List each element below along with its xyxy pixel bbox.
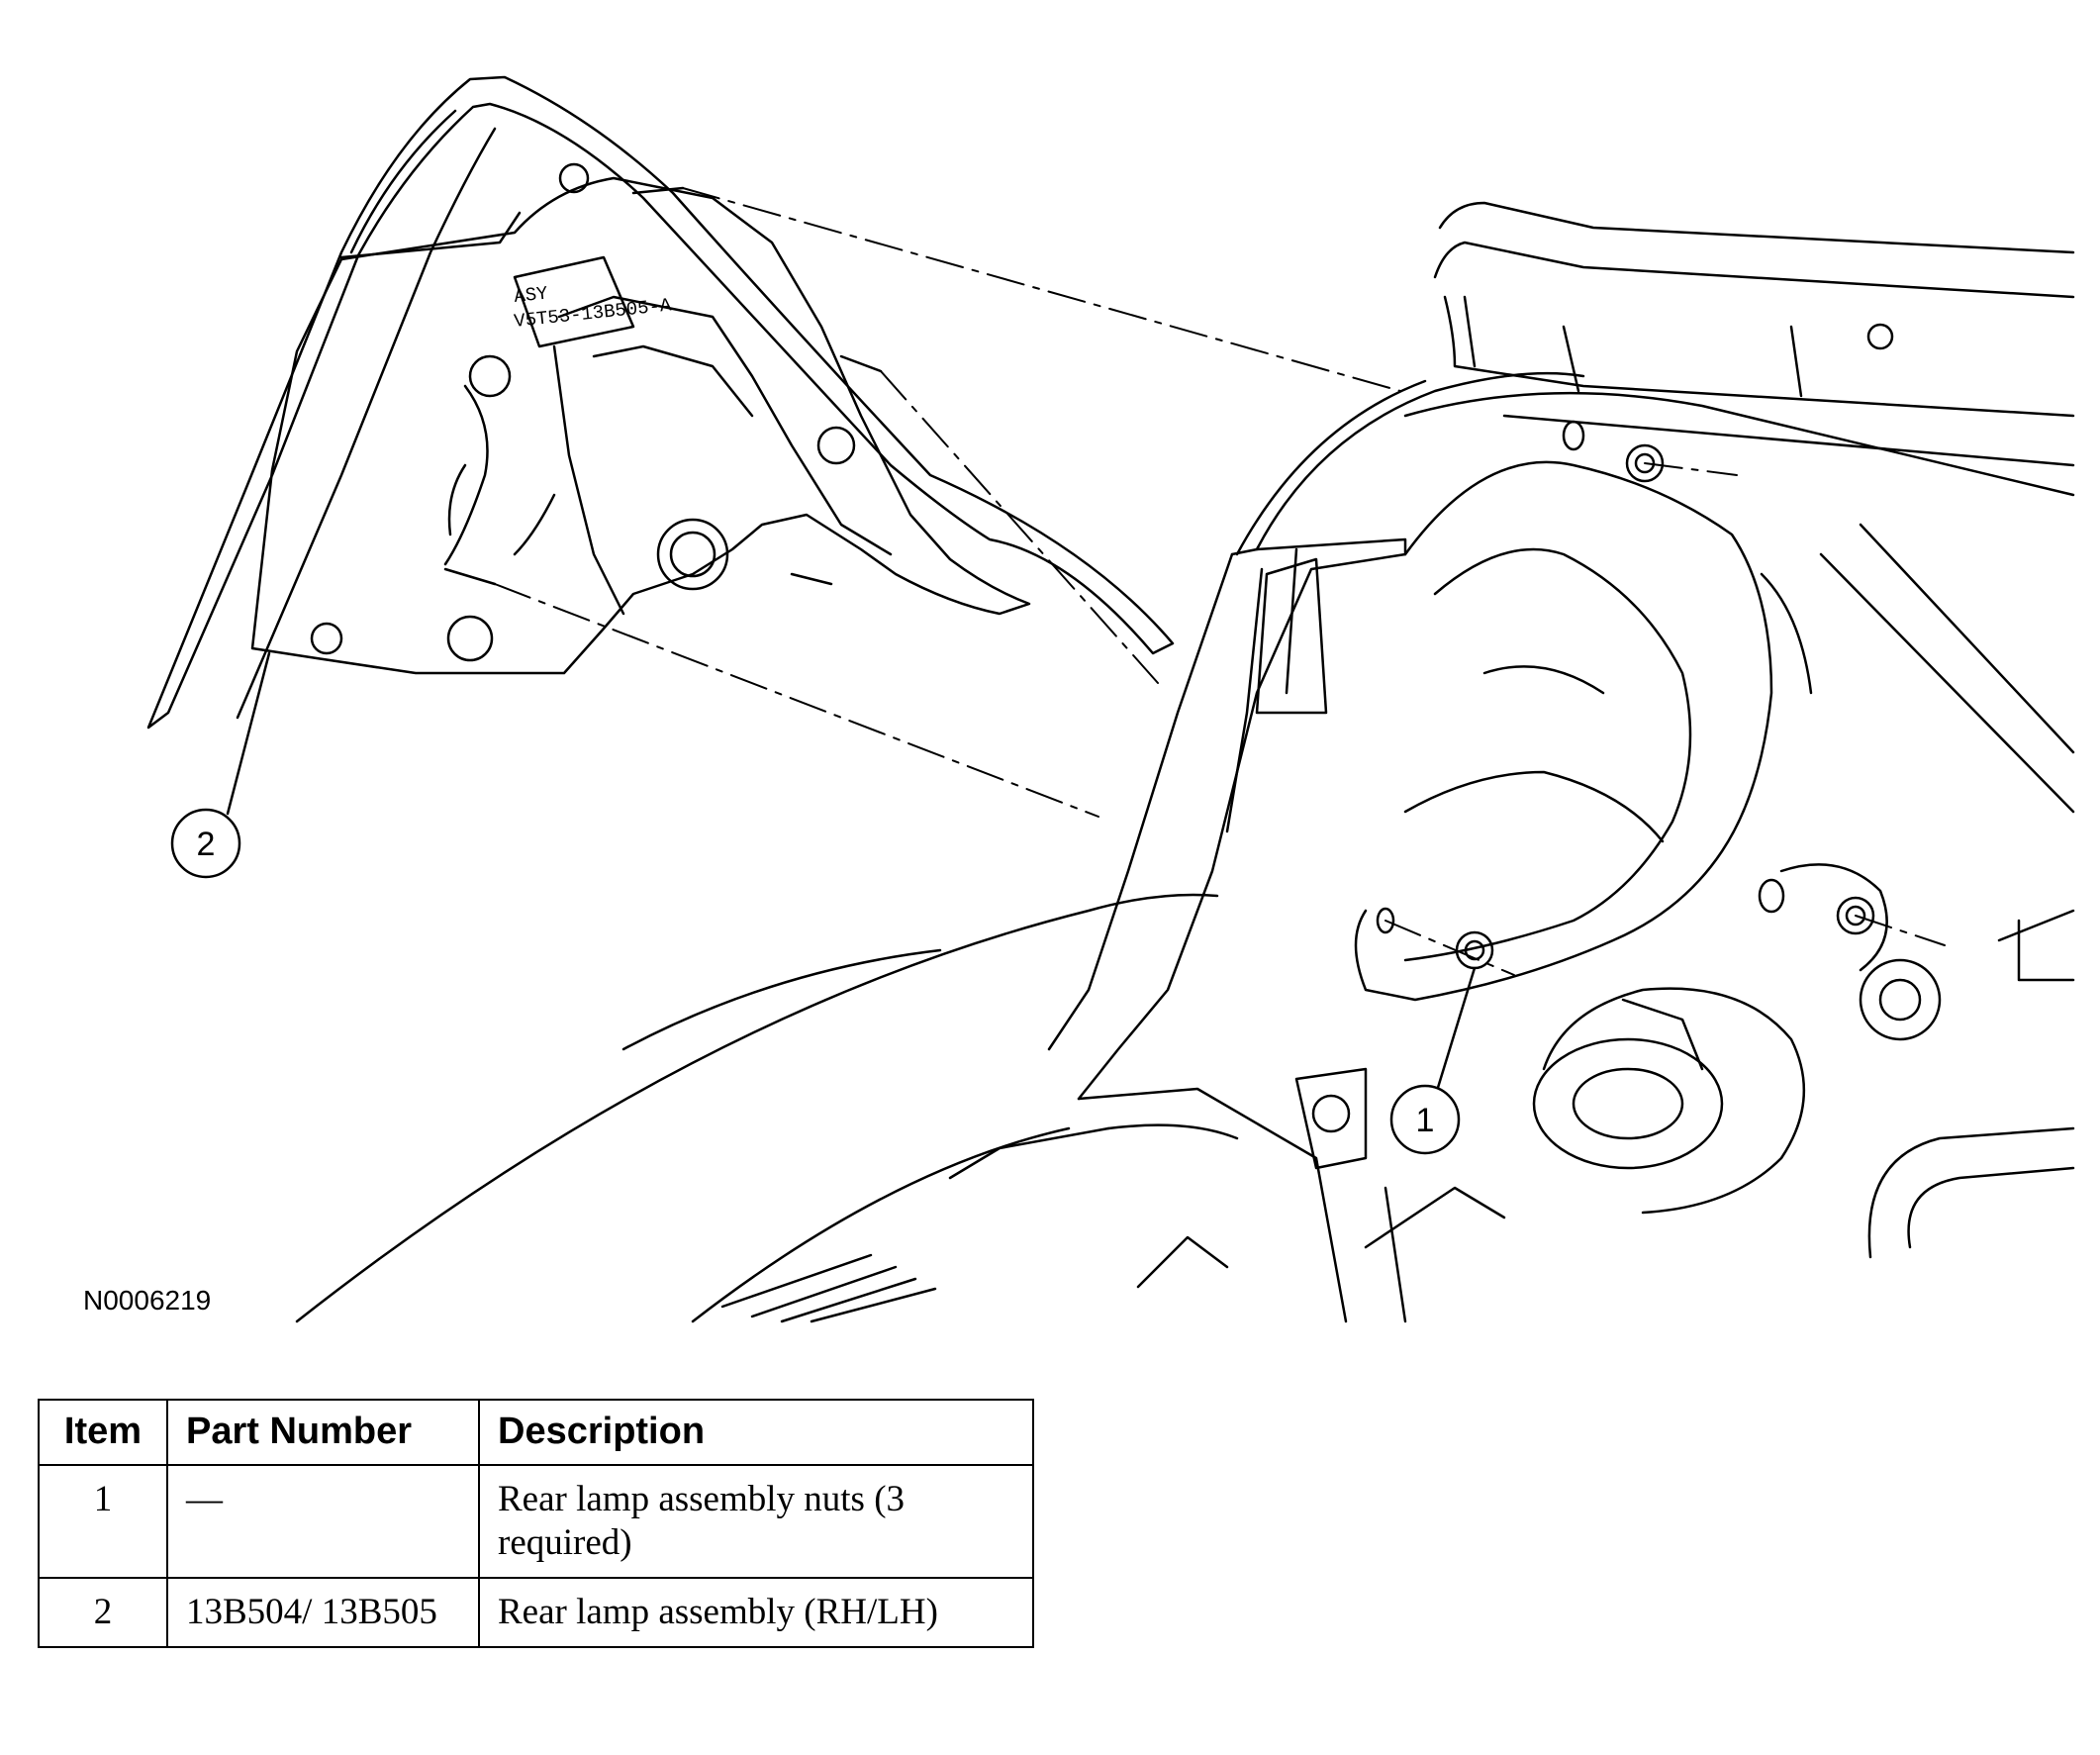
row-1-item: 1 bbox=[38, 1464, 168, 1579]
table-row: 1 — Rear lamp assembly nuts (3 required) bbox=[38, 1464, 1034, 1579]
header-part-number: Part Number bbox=[166, 1399, 480, 1466]
row-2-item: 2 bbox=[38, 1577, 168, 1648]
row-1-part-number: — bbox=[166, 1464, 480, 1579]
lamp-label-line-1: ASY bbox=[513, 282, 549, 308]
alignment-lines bbox=[494, 187, 1946, 976]
header-item: Item bbox=[38, 1399, 168, 1466]
callout-1-label: 1 bbox=[1416, 1102, 1435, 1139]
callout-2-leader bbox=[226, 651, 271, 816]
callout-1-leader bbox=[1431, 966, 1477, 1106]
rear-lamp-assembly bbox=[146, 75, 1175, 730]
row-2-description: Rear lamp assembly (RH/LH) bbox=[478, 1577, 1034, 1648]
row-2-part-number: 13B504/ 13B505 bbox=[166, 1577, 480, 1648]
header-description: Description bbox=[478, 1399, 1034, 1466]
vehicle-body-rear-quarter bbox=[295, 201, 2075, 1323]
rear-lamp-installation-illustration: ASY V5T53-13B505-A 2 1 bbox=[146, 75, 2075, 1323]
table-header-row: Item Part Number Description bbox=[38, 1399, 1034, 1466]
figure-id: N0006219 bbox=[83, 1285, 212, 1316]
row-1-description: Rear lamp assembly nuts (3 required) bbox=[478, 1464, 1034, 1579]
callout-2: 2 bbox=[170, 808, 241, 879]
callout-2-label: 2 bbox=[197, 826, 216, 863]
callout-1: 1 bbox=[1389, 1084, 1461, 1155]
parts-table: Item Part Number Description 1 — Rear la… bbox=[38, 1399, 1034, 1648]
table-row: 2 13B504/ 13B505 Rear lamp assembly (RH/… bbox=[38, 1577, 1034, 1648]
